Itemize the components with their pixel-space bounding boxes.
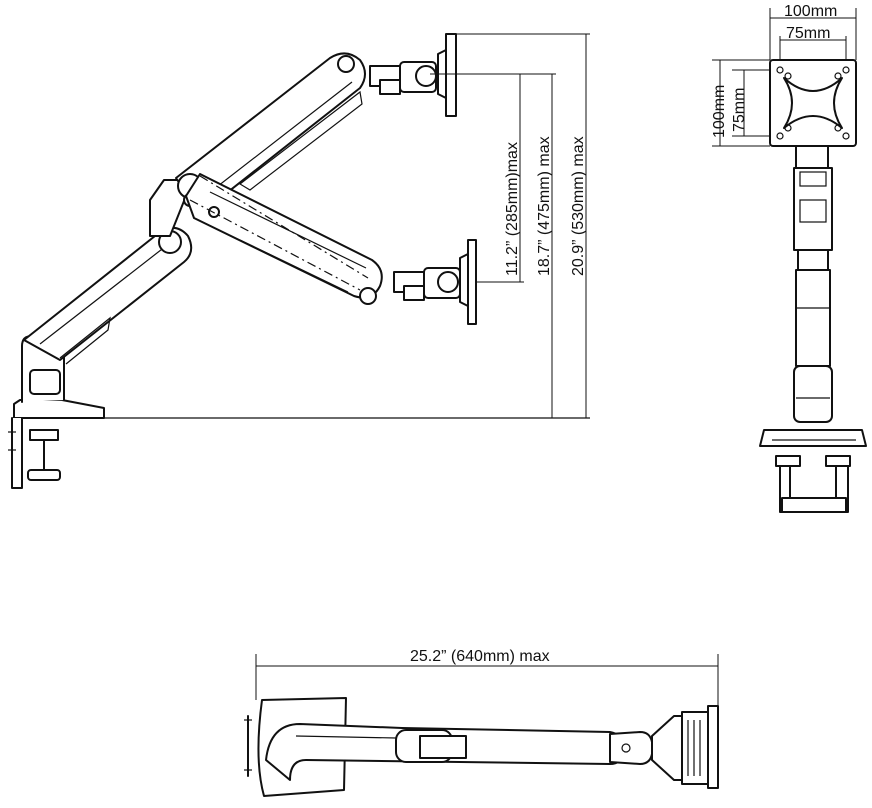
front-view [712,8,867,513]
height-low-label: 11.2” (285mm)max [504,142,521,276]
vesa-width-outer-label: 100mm [784,3,837,20]
side-view [8,33,590,489]
vesa-height-inner-label: 75mm [731,88,748,132]
front-base [759,429,867,447]
lower-monitor-head [393,239,477,325]
vesa-height-outer-label: 100mm [711,85,728,138]
height-mid-label: 18.7” (475mm) max [536,136,553,276]
top-view [244,654,719,797]
height-high-label: 20.9” (530mm) max [570,136,587,276]
front-pole [795,269,831,367]
reach-label: 25.2” (640mm) max [410,648,550,665]
clamp-base [8,399,105,489]
upper-arm-top [175,52,366,215]
vesa-width-inner-label: 75mm [786,25,830,42]
upper-arm-lower [185,173,383,299]
top-monitor-head [369,33,457,117]
